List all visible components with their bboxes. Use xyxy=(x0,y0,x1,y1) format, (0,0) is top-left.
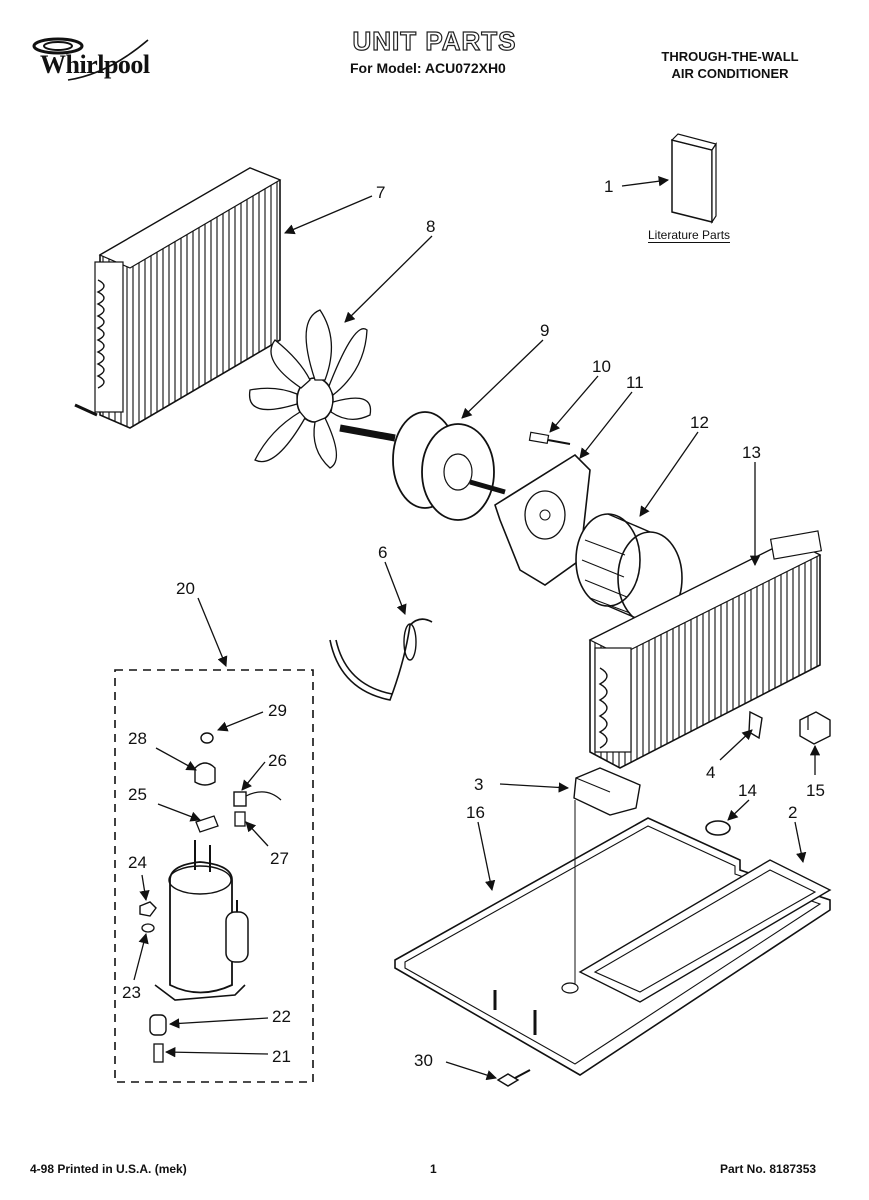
terminal-bracket xyxy=(195,815,219,833)
clip xyxy=(748,710,763,740)
page-title: UNIT PARTS xyxy=(352,25,517,56)
model-line: For Model: ACU072XH0 xyxy=(350,60,506,76)
callout-9: 9 xyxy=(540,321,549,340)
footer-part-number: Part No. 8187353 xyxy=(720,1162,817,1176)
motor-bracket xyxy=(494,453,591,586)
base-screw xyxy=(496,1069,531,1087)
overload-cover xyxy=(234,811,246,827)
terminal-cover xyxy=(194,762,216,786)
callout-3: 3 xyxy=(474,775,483,794)
callout-20: 20 xyxy=(176,579,195,598)
callout-10: 10 xyxy=(592,357,611,376)
base-pan xyxy=(394,800,832,1076)
footer-page-number: 1 xyxy=(430,1162,437,1176)
callout-26: 26 xyxy=(268,751,287,770)
callout-23: 23 xyxy=(122,983,141,1002)
callout-4: 4 xyxy=(706,763,715,782)
callout-numbers: 1 7 8 9 10 11 12 13 6 20 29 28 26 25 27 … xyxy=(122,177,825,1070)
leader-lines xyxy=(133,176,821,1081)
coil-clip xyxy=(799,711,831,745)
unit-type: THROUGH-THE-WALL AIR CONDITIONER xyxy=(630,48,830,82)
callout-14: 14 xyxy=(738,781,757,800)
footer-print-info: 4-98 Printed in U.S.A. (mek) xyxy=(30,1162,187,1176)
compressor xyxy=(154,840,249,1001)
whirlpool-logo xyxy=(32,37,149,81)
unit-type-line-1: THROUGH-THE-WALL xyxy=(661,49,799,64)
nut xyxy=(139,901,157,917)
callout-15: 15 xyxy=(806,781,825,800)
evaporator-coil xyxy=(588,530,823,769)
callout-7: 7 xyxy=(376,183,385,202)
callout-25: 25 xyxy=(128,785,147,804)
callout-8: 8 xyxy=(426,217,435,236)
callout-22: 22 xyxy=(272,1007,291,1026)
callout-21: 21 xyxy=(272,1047,291,1066)
grommet xyxy=(705,820,731,836)
compressor-kit-box xyxy=(114,669,314,1083)
callout-16: 16 xyxy=(466,803,485,822)
callout-30: 30 xyxy=(414,1051,433,1070)
sleeve xyxy=(153,1043,164,1063)
callout-24: 24 xyxy=(128,853,147,872)
callout-13: 13 xyxy=(742,443,761,462)
capillary-tube xyxy=(329,618,433,701)
literature-parts-caption: Literature Parts xyxy=(648,228,731,243)
callout-11: 11 xyxy=(626,373,644,392)
screw xyxy=(528,431,571,445)
callout-27: 27 xyxy=(270,849,289,868)
condenser-coil xyxy=(74,167,282,429)
fan-motor xyxy=(339,411,506,521)
callout-28: 28 xyxy=(128,729,147,748)
callout-2: 2 xyxy=(788,803,797,822)
callout-12: 12 xyxy=(690,413,709,432)
washer xyxy=(141,923,155,933)
unit-type-line-2: AIR CONDITIONER xyxy=(671,66,789,81)
grommet-mount xyxy=(149,1014,167,1036)
callout-29: 29 xyxy=(268,701,287,720)
fan-blade xyxy=(248,309,372,469)
callout-1: 1 xyxy=(604,177,613,196)
brand-name: Whirlpool xyxy=(40,50,150,79)
literature-booklet xyxy=(670,133,717,224)
overload xyxy=(233,791,282,807)
callout-6: 6 xyxy=(378,543,387,562)
foam-pad xyxy=(573,767,641,816)
terminal-boot xyxy=(200,732,214,744)
